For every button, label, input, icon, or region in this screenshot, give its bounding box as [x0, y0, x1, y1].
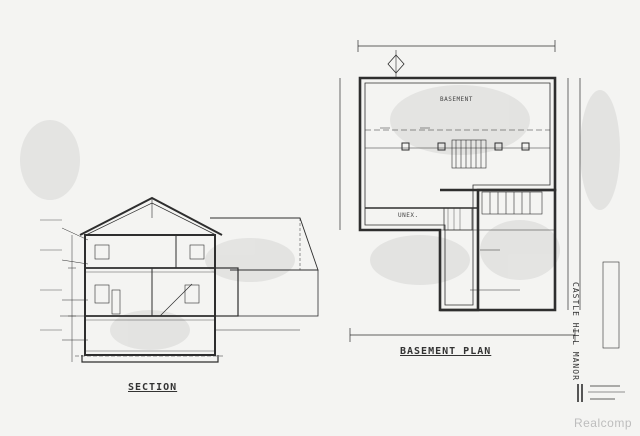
room-label-unex: UNEX. [398, 212, 419, 219]
stair [451, 139, 543, 215]
side-title-frame [602, 261, 620, 349]
plan-title: BASEMENT PLAN [400, 346, 492, 357]
title-block [577, 384, 625, 402]
project-title-vertical: CASTLE HILL MANOR [571, 282, 580, 381]
room-label-basement: BASEMENT [440, 96, 473, 103]
basement-plan [339, 40, 581, 342]
realcomp-watermark: Realcomp [573, 416, 632, 430]
building-section [40, 196, 319, 363]
section-title: SECTION [128, 382, 178, 393]
paper-smudges [20, 85, 620, 350]
